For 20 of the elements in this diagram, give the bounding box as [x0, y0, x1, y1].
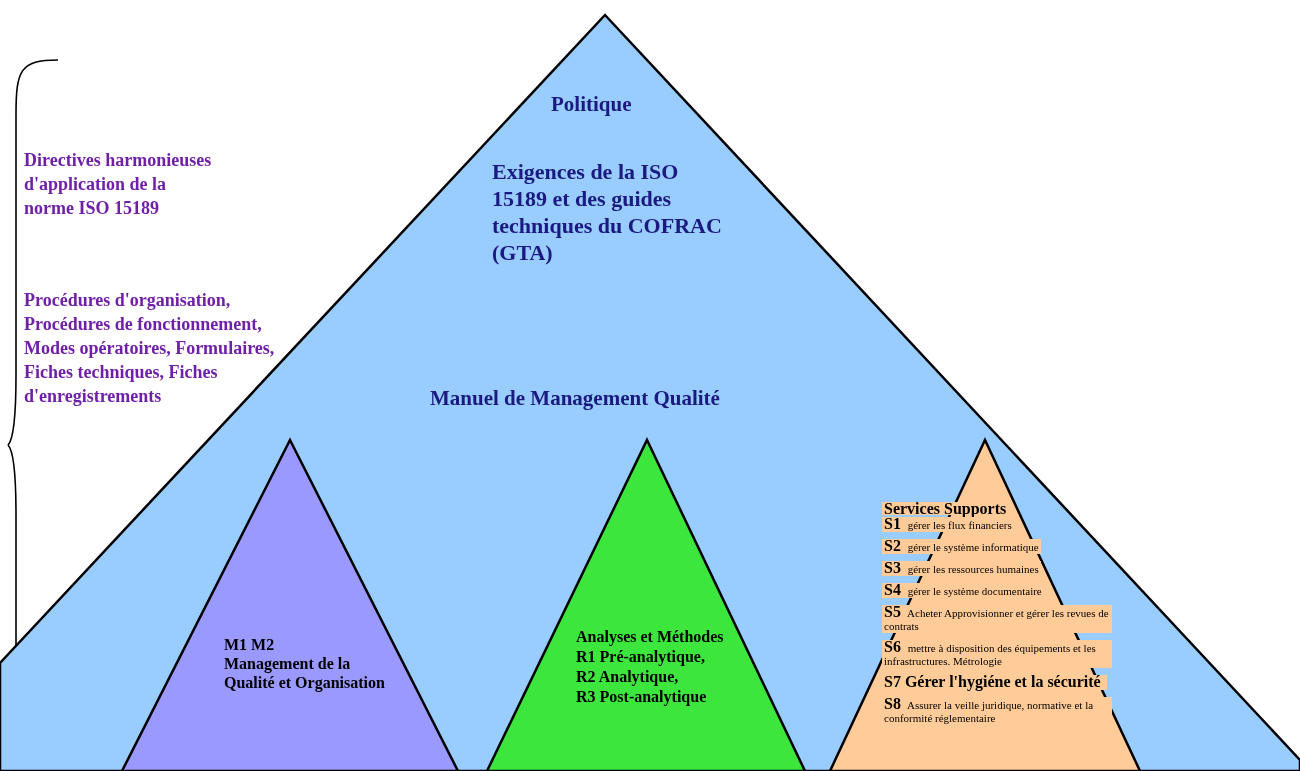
list-item: R2 Analytique,: [576, 667, 680, 687]
heading-text: Services Supports: [882, 502, 1009, 515]
list-item: S5 Acheter Approvisionner et gérer les revues de contrats: [882, 605, 1112, 633]
list-item: R3 Post-analytique: [576, 687, 708, 707]
code-text: M1 M2: [224, 635, 276, 654]
list-item: S6 mettre à disposition des équipements et les infrastructures. Métrologie: [882, 640, 1112, 668]
manual-text: Manuel de Management Qualité: [430, 386, 721, 411]
list-item: S8 Assurer la veille juridique, normative et la conformité réglementaire: [882, 697, 1112, 725]
heading-text: Politique: [551, 92, 633, 117]
requirements-text: Exigences de la ISO 15189 et des guides techniques du COFRAC (GTA): [492, 158, 723, 266]
list-item: S4 gérer le système documentaire: [882, 583, 1044, 598]
list-item: R1 Pré-analytique,: [576, 647, 706, 667]
heading-text: Analyses et Méthodes: [576, 627, 725, 647]
process-text: Management de la Qualité et Organisation: [224, 654, 386, 692]
list-item: S2 gérer le système informatique: [882, 539, 1041, 554]
side-note: Directives harmonieuses d'application de la norme ISO 15189: [24, 149, 213, 220]
list-item: S3 gérer les ressources humaines: [882, 561, 1041, 576]
list-item: S7 Gérer l'hygiéne et la sécurité: [882, 675, 1107, 690]
list-item: S1 gérer les flux financiers: [882, 517, 1014, 532]
side-note: Procédures d'organisation, Procédures de fonctionnement, Modes opératoires, Formulaires, Fiches techniques, Fiches d'enregistrements: [24, 289, 276, 408]
